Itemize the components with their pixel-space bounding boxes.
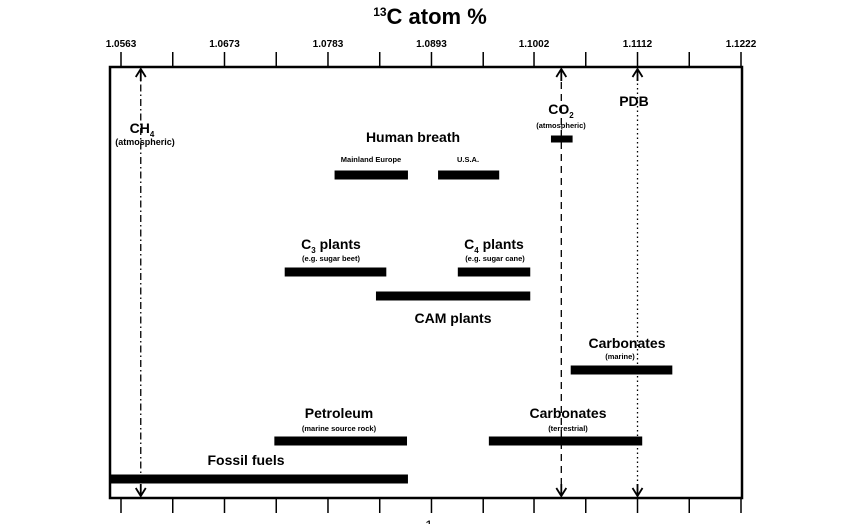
fossil-fuels-bar	[110, 474, 408, 484]
top-tick-label: 1.0783	[313, 39, 344, 50]
top-tick-label: 1.0673	[209, 39, 240, 50]
top-tick-label: 1.0893	[416, 39, 447, 50]
plot-frame	[108, 65, 744, 500]
top-axis-labels: 1.0563 1.0673 1.0783 1.0893 1.1002 1.1112 1.12…	[106, 39, 757, 50]
arrow-up-icon	[555, 67, 568, 81]
cam-plants-bar	[375, 291, 531, 301]
pdb-label: PDB	[619, 93, 649, 109]
ch4-label: CH4	[130, 120, 155, 139]
co2-sublabel: (atmospheric)	[536, 121, 586, 130]
petroleum-label: Petroleum	[305, 405, 373, 421]
cam-plants-label: CAM plants	[415, 310, 492, 326]
top-tick-label: 1.1222	[726, 39, 757, 50]
carbonates-marine-label: Carbonates	[588, 335, 665, 351]
ch4-sublabel: (atmospheric)	[115, 137, 175, 147]
usa-label: U.S.A.	[457, 155, 479, 164]
arrow-down-icon	[134, 484, 147, 498]
co2-label: CO2	[548, 101, 574, 120]
arrow-down-icon	[631, 484, 644, 498]
top-tick-label: 1.1112	[623, 39, 653, 50]
petroleum-bar	[274, 436, 408, 446]
bottom-tick-label: 1	[425, 517, 433, 524]
arrow-down-icon	[555, 484, 568, 498]
axis-ticks	[120, 52, 742, 513]
carbonates-terrestrial-bar	[488, 436, 643, 446]
arrow-up-icon	[631, 67, 644, 81]
top-tick-label: 1.1002	[519, 39, 550, 50]
top-tick-label: 1.0563	[106, 39, 137, 50]
arrow-up-icon	[134, 67, 147, 81]
chart-title: 13C atom %	[373, 4, 487, 29]
range-bars	[110, 135, 673, 484]
mainland-europe-bar	[334, 170, 408, 180]
carbonates-marine-sublabel: (marine)	[605, 352, 635, 361]
fossil-fuels-label: Fossil fuels	[207, 452, 284, 468]
carbonates-terrestrial-label: Carbonates	[529, 405, 606, 421]
c3-plants-bar	[284, 267, 387, 277]
petroleum-sublabel: (marine source rock)	[302, 424, 377, 433]
c3-plants-sublabel: (e.g. sugar beet)	[302, 254, 360, 263]
mainland-europe-label: Mainland Europe	[341, 155, 401, 164]
c4-plants-sublabel: (e.g. sugar cane)	[465, 254, 525, 263]
c4-plants-label: C4 plants	[464, 236, 524, 255]
reference-markers	[134, 67, 644, 498]
carbonates-terrestrial-sublabel: (terrestrial)	[548, 424, 588, 433]
co2-bar	[550, 135, 573, 143]
human-breath-label: Human breath	[366, 129, 460, 145]
c3-plants-label: C3 plants	[301, 236, 361, 255]
carbonates-marine-bar	[570, 365, 673, 375]
usa-bar	[438, 170, 500, 180]
c4-plants-bar	[457, 267, 531, 277]
